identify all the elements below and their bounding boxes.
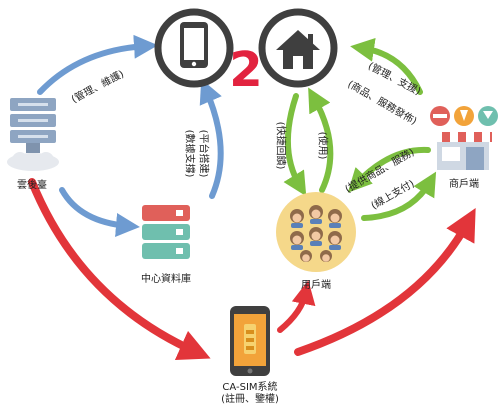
green-arrow-merchant-to-users	[347, 146, 431, 193]
ca-sim-label: CA-SIM系統	[222, 382, 278, 393]
red-arrow-cloud-to-sim	[28, 178, 211, 361]
blue-arrow-database-to-o2o	[199, 78, 224, 199]
user-group-icon	[276, 192, 356, 272]
red-arrow-sim-to-users	[277, 280, 316, 333]
sim-phone-icon	[230, 306, 270, 376]
o2o-logo: 2	[154, 8, 338, 98]
phone-icon	[180, 22, 208, 68]
red-arrow-sim-to-merchant	[294, 207, 476, 356]
green-arrow-users-to-merchant	[361, 171, 437, 221]
blue-arrow-cloud-to-database	[59, 187, 140, 237]
logo-two: 2	[229, 42, 262, 98]
edge-label-o2o-to-users: (快捷回饋)	[274, 121, 286, 170]
users-label: 用戶端	[301, 280, 331, 291]
store-icon	[430, 106, 498, 170]
green-arrow-users-to-o2o	[308, 87, 334, 193]
server-icon	[7, 98, 59, 171]
ca-sim-sub-label: (註冊、鑒權)	[221, 394, 279, 405]
house-icon	[276, 30, 320, 69]
edge-label-platform-build: (平台搭建)	[197, 129, 209, 178]
cloud-backend-label: 雲後臺	[17, 180, 47, 191]
database-icon	[142, 205, 190, 259]
merchants-label: 商戶端	[449, 179, 479, 190]
green-arrow-o2o-to-users	[283, 93, 307, 197]
green-arrow-merchant-to-o2o	[350, 37, 423, 95]
edge-label-data-support: (數據支撐)	[183, 129, 195, 178]
edge-label-users-to-o2o: (使用)	[316, 131, 328, 160]
data-center-label: 中心資料庫	[141, 274, 191, 285]
blue-arrow-cloud-to-o2o	[37, 34, 158, 95]
